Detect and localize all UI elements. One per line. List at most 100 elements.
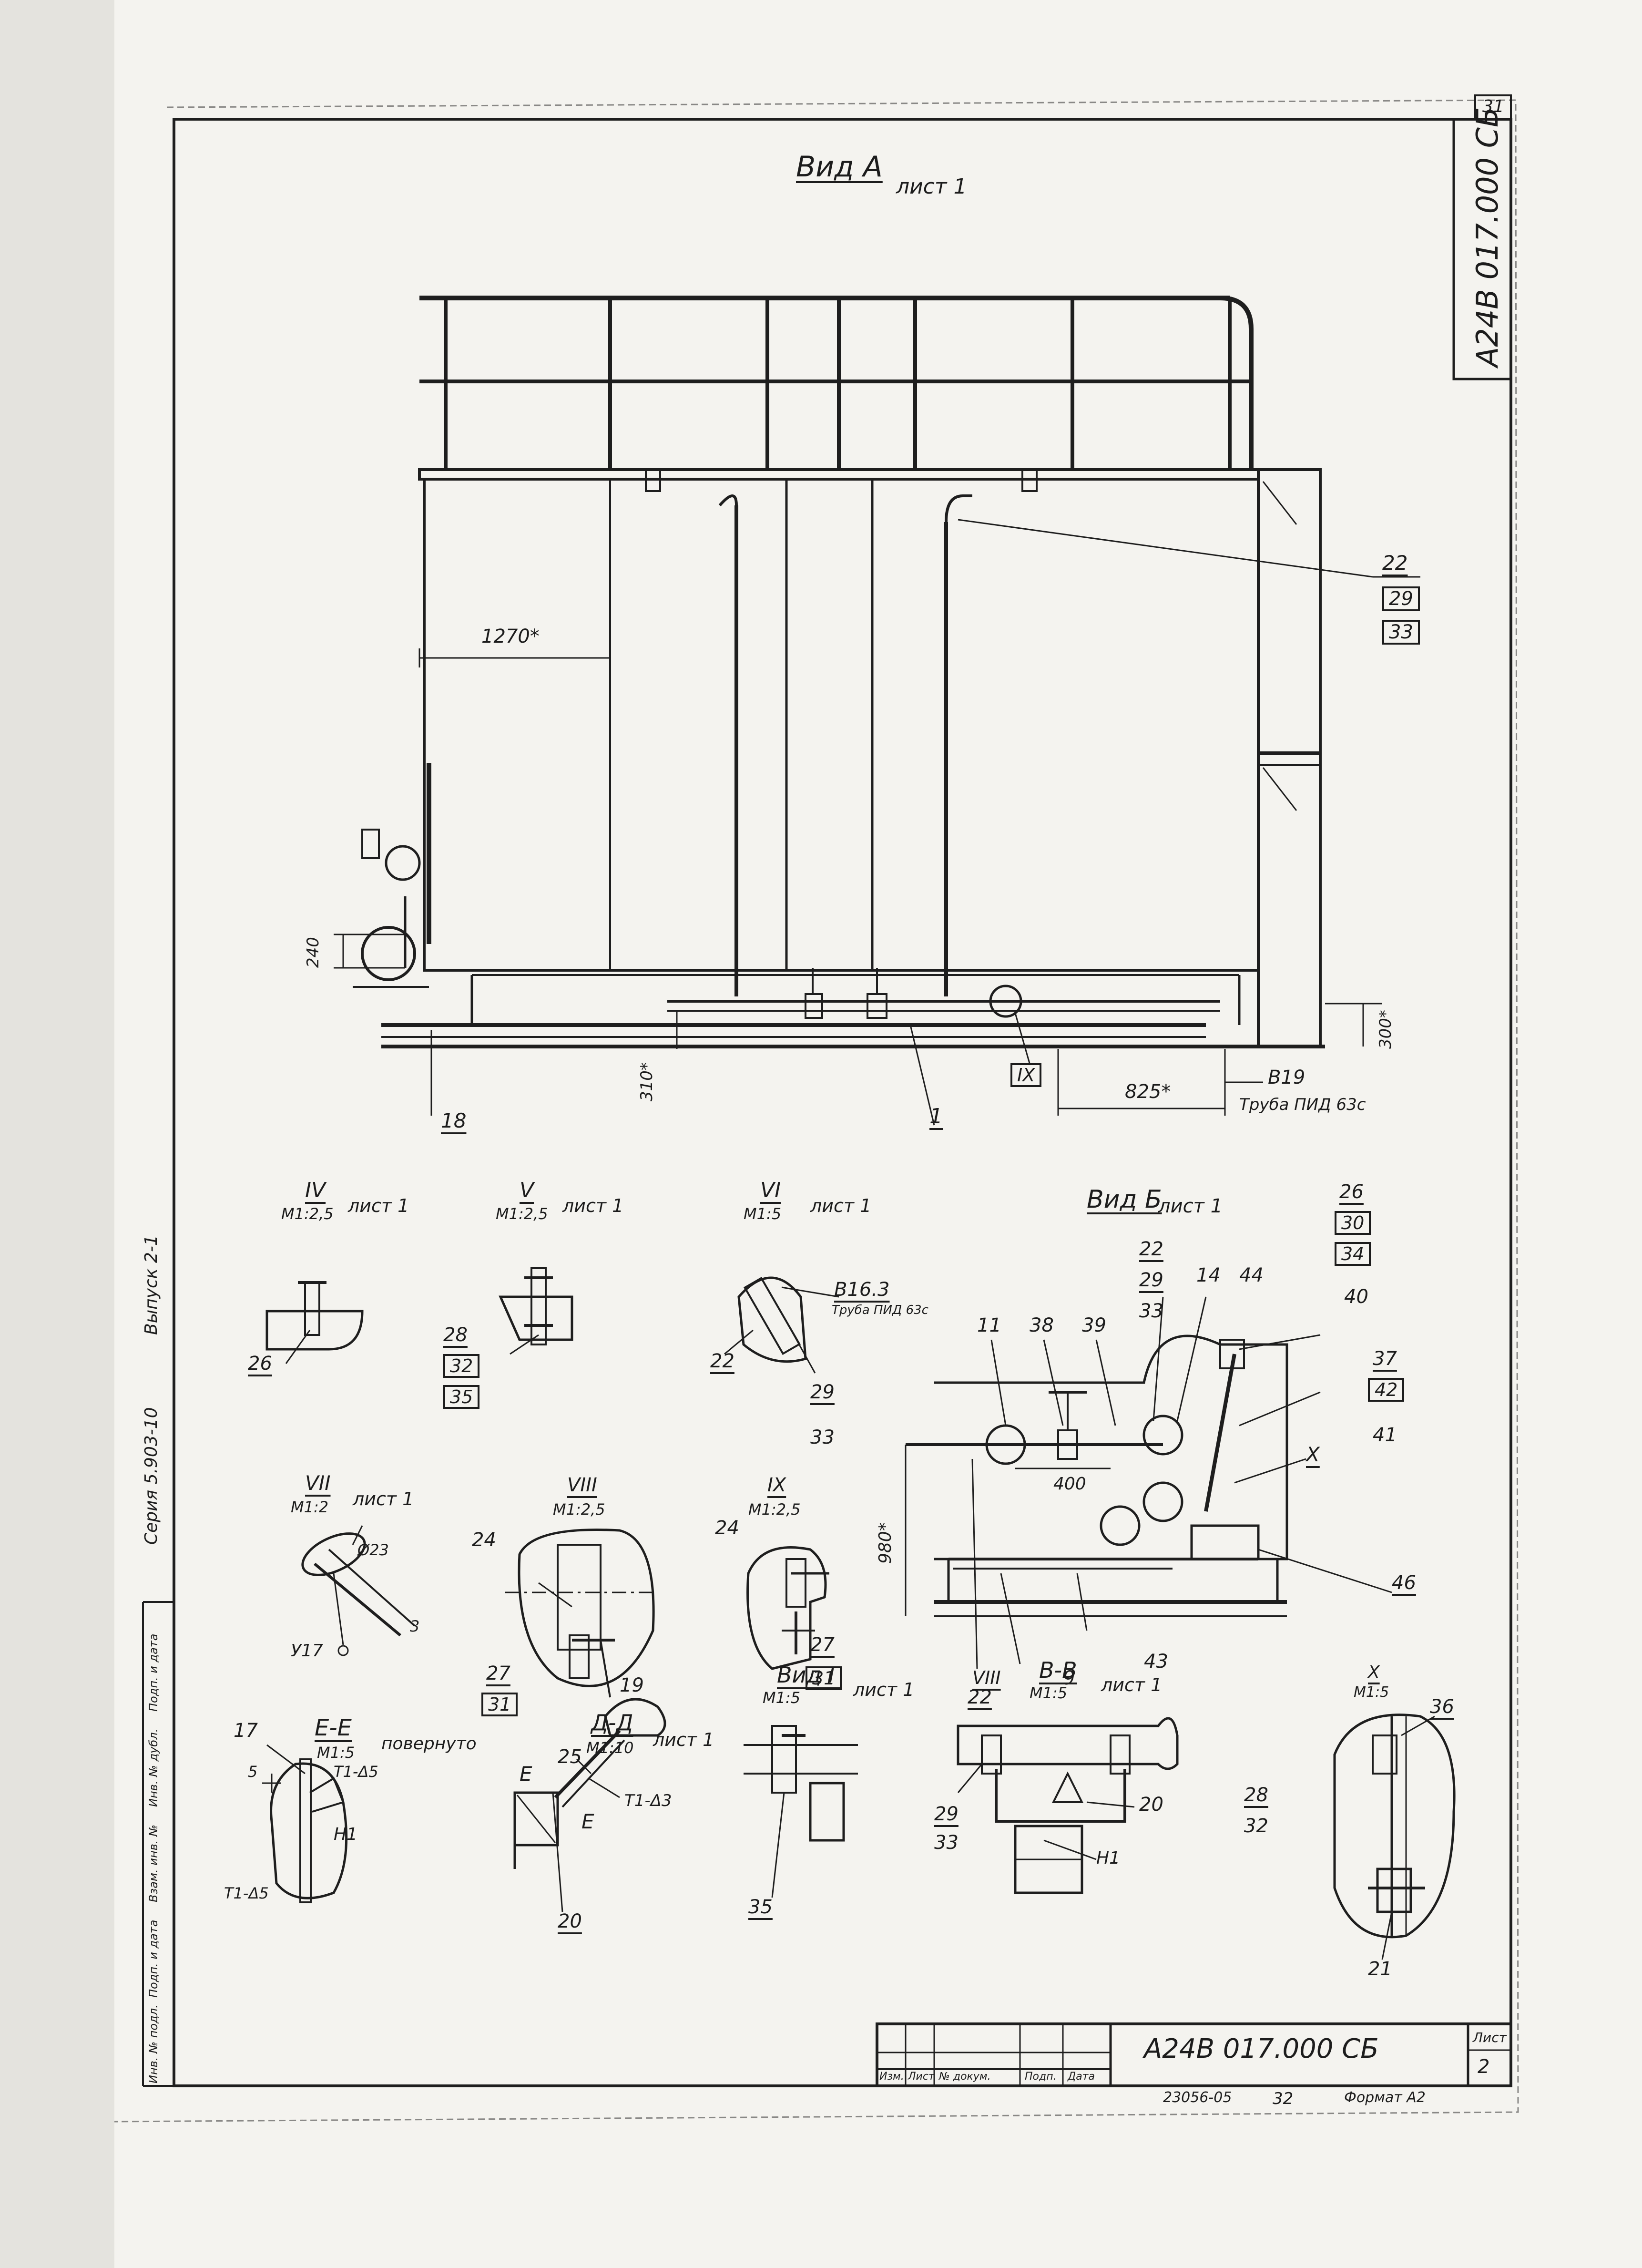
pipe-b19: В19 <box>1268 1067 1305 1088</box>
section-vi-scale: М1:5 <box>744 1205 782 1223</box>
callout-22-a: 22 <box>1382 551 1408 575</box>
margin-series: Серия 5.903-10 <box>142 1407 161 1545</box>
section-v-sheet: лист 1 <box>562 1195 624 1216</box>
view-g-sheet: лист 1 <box>853 1679 915 1700</box>
view-b-callout-43: 43 <box>1144 1651 1168 1673</box>
section-v-scale: М1:2,5 <box>496 1205 548 1223</box>
section-vii-dia: Ø23 <box>357 1541 389 1559</box>
view-g-drawing <box>744 1725 858 1898</box>
view-a-sheet: лист 1 <box>896 174 967 199</box>
section-v-part-35: 35 <box>443 1385 480 1409</box>
section-x-part-36: 36 <box>1430 1696 1454 1718</box>
view-a-title: Вид А <box>796 150 883 184</box>
section-vv-part-29: 29 <box>934 1803 959 1825</box>
margin-issue: Выпуск 2-1 <box>142 1235 161 1335</box>
view-g-part-35: 35 <box>748 1896 773 1918</box>
section-ee-note: повернуто <box>381 1734 477 1754</box>
scan-edge-shadow <box>0 0 114 2268</box>
sheet-frame <box>114 94 1519 2123</box>
section-vii-dim3: 3 <box>410 1617 420 1635</box>
view-b-dim-980: 980* <box>876 1522 895 1564</box>
view-b-callout-29: 29 <box>1139 1269 1163 1291</box>
margin-stamp-1: Инв. № подл. <box>147 2004 160 2083</box>
footer-format: Формат А2 <box>1344 2089 1426 2106</box>
section-vii-sheet: лист 1 <box>353 1488 414 1509</box>
section-v-part-32: 32 <box>443 1354 480 1378</box>
section-viii-drawing <box>505 1529 658 1698</box>
section-iv-part-26: 26 <box>248 1353 272 1375</box>
view-b-sheet: лист 1 <box>1158 1195 1223 1217</box>
title-block-header-data: Дата <box>1068 2071 1095 2083</box>
view-b-callout-38: 38 <box>1030 1314 1054 1336</box>
view-b-callout-22: 22 <box>1139 1238 1163 1260</box>
section-vii-roman: VII <box>305 1471 331 1495</box>
title-block-header-izm: Изм. <box>879 2071 904 2083</box>
view-a-drawing <box>334 296 1420 1126</box>
view-b-callout-14: 14 <box>1196 1264 1221 1286</box>
section-ix-part-24: 24 <box>715 1517 739 1539</box>
section-ee-mark: Н1 <box>334 1825 357 1844</box>
callout-ix: IX <box>1010 1063 1042 1087</box>
section-viii-part-31: 31 <box>481 1693 518 1716</box>
title-block-header-podp: Подп. <box>1025 2071 1057 2083</box>
section-viii-scale: М1:2,5 <box>553 1500 605 1519</box>
section-viii-part-27: 27 <box>486 1663 510 1684</box>
dim-310: 310* <box>637 1062 656 1101</box>
view-b-callout-11: 11 <box>977 1314 1001 1336</box>
section-dd-scale: М1:10 <box>586 1739 634 1757</box>
section-dd-e-2: Е <box>581 1810 594 1833</box>
title-block-header-list: Лист <box>908 2071 935 2083</box>
view-b-drawing <box>905 1296 1392 1669</box>
margin-stamp-2: Подп. и дата <box>147 1919 160 1998</box>
view-b-callout-40: 40 <box>1344 1286 1368 1308</box>
section-x-roman: X <box>1368 1663 1380 1682</box>
section-iv-roman: IV <box>305 1178 326 1202</box>
section-ee-title: Е-Е <box>315 1714 352 1741</box>
section-vii-scale: М1:2 <box>291 1498 329 1516</box>
view-g-scale: М1:5 <box>763 1689 801 1707</box>
margin-stamp-3: Взам. инв. № <box>147 1825 160 1902</box>
view-b-callout-41: 41 <box>1373 1424 1397 1446</box>
section-vv-drawing <box>957 1717 1179 1894</box>
section-iv-drawing <box>265 1281 364 1364</box>
section-viii-part-24: 24 <box>472 1529 496 1551</box>
section-iv-sheet: лист 1 <box>348 1195 409 1216</box>
section-vi-pipe-spec: Труба ПИД 63с <box>832 1303 928 1317</box>
title-block-header-doc: № докум. <box>939 2071 991 2083</box>
footer-inventory-number: 23056-05 <box>1163 2089 1232 2106</box>
callout-29-a: 29 <box>1382 586 1420 611</box>
view-b-callout-9: 9 <box>1063 1667 1075 1689</box>
callout-1: 1 <box>929 1104 943 1129</box>
title-block-doc-code: А24В 017.000 СБ <box>1144 2033 1379 2064</box>
section-vi-pipe: В16.3 <box>834 1279 890 1301</box>
section-vv-sheet: лист 1 <box>1101 1674 1163 1695</box>
section-dd-title: Д-Д <box>591 1710 633 1735</box>
section-x-drawing <box>1333 1714 1456 1960</box>
section-x-part-28: 28 <box>1244 1784 1268 1806</box>
footer-page-number: 32 <box>1273 2089 1294 2108</box>
section-viii-part-19: 19 <box>620 1674 644 1696</box>
section-ee-scale: М1:5 <box>317 1744 355 1762</box>
view-b-callout-46: 46 <box>1392 1572 1416 1594</box>
section-vv-mark: Н1 <box>1096 1848 1120 1868</box>
section-vi-drawing <box>724 1276 839 1374</box>
view-b-callout-34: 34 <box>1335 1242 1371 1266</box>
view-b-callout-viii: VIII <box>972 1667 1001 1688</box>
section-dd-sheet: лист 1 <box>653 1729 714 1750</box>
margin-stamp-5: Подп. и дата <box>147 1633 160 1712</box>
section-ee-drawing <box>262 1744 348 1903</box>
section-vi-roman: VI <box>760 1178 781 1202</box>
dim-300: 300* <box>1376 1010 1395 1049</box>
section-ee-part-17: 17 <box>234 1720 258 1742</box>
section-vv-title: В-В <box>1039 1657 1077 1683</box>
section-vii-drawing <box>301 1525 416 1656</box>
view-b-callout-42: 42 <box>1368 1378 1405 1402</box>
corner-sheet-number: 31 <box>1482 97 1504 116</box>
callout-18: 18 <box>441 1109 467 1132</box>
section-vi-sheet: лист 1 <box>810 1195 872 1216</box>
view-b-title: Вид Б <box>1087 1185 1162 1214</box>
section-vi-part-33: 33 <box>810 1426 835 1448</box>
view-b-callout-26: 26 <box>1339 1181 1364 1203</box>
view-b-callout-30: 30 <box>1335 1211 1371 1235</box>
